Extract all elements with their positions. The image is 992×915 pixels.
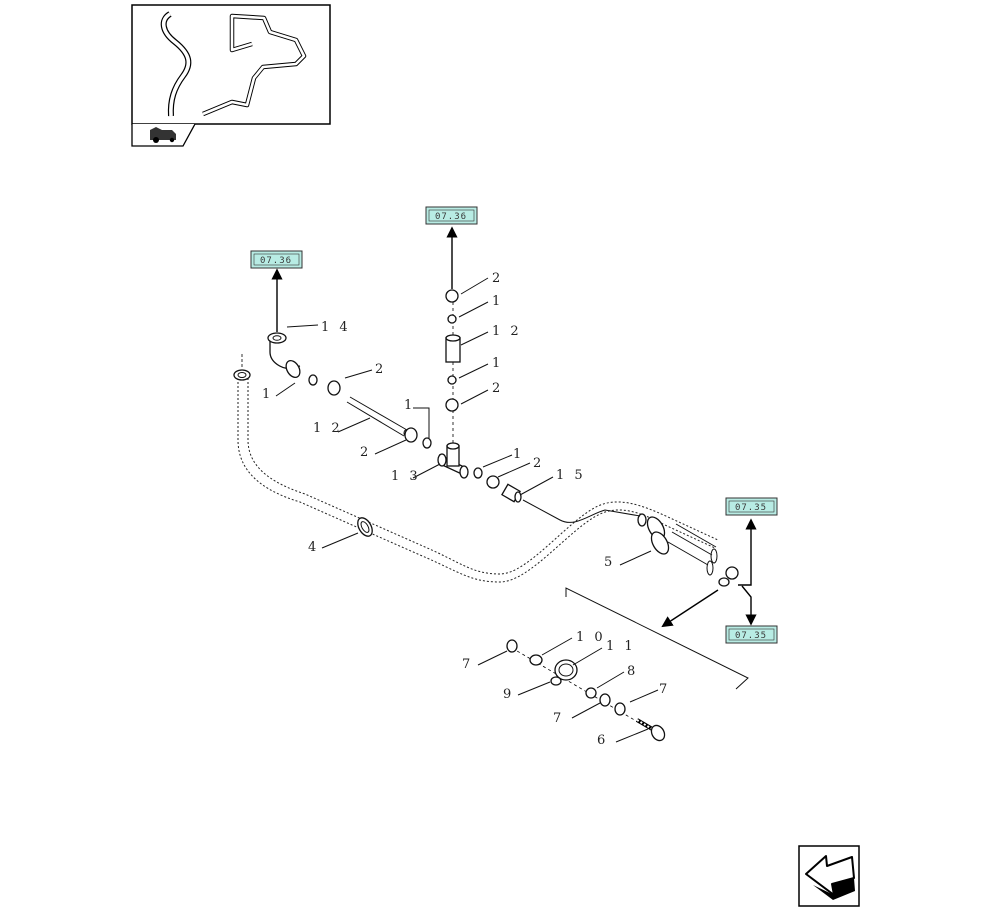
part-label-1: 1	[513, 447, 524, 462]
reference-label: 07.35	[735, 631, 767, 641]
nut-2d	[445, 398, 459, 412]
nut-7a	[506, 639, 518, 653]
nut-7b	[599, 693, 611, 707]
olive-1b	[422, 437, 432, 449]
nut-2c	[445, 289, 459, 303]
leader-lines	[275, 277, 659, 743]
part-label-1: 1	[404, 398, 415, 413]
part-label-10: 1 0	[576, 630, 606, 645]
reference-arrows	[271, 226, 757, 628]
reference-07-36-left[interactable]: 07.36	[250, 250, 303, 269]
tractor-icon	[150, 127, 176, 143]
reference-07-36-top[interactable]: 07.36	[425, 206, 478, 225]
pipe-12a	[346, 396, 409, 437]
part-label-1: 1	[492, 294, 503, 309]
part-label-2: 2	[360, 445, 371, 460]
nut-7c	[614, 702, 626, 716]
washer-8	[585, 687, 597, 699]
reference-label: 07.36	[435, 212, 467, 222]
part-label-7: 7	[462, 657, 473, 672]
part-label-11: 1 1	[606, 639, 636, 654]
nut-2e	[486, 475, 500, 489]
washer-10	[529, 654, 543, 666]
clamp-5	[637, 513, 718, 576]
olive-1d	[447, 375, 457, 385]
detail-bracket	[565, 587, 749, 690]
part-label-7: 7	[659, 682, 670, 697]
reference-07-35-upper[interactable]: 07.35	[725, 497, 778, 516]
pipe-overview-thumbnail[interactable]	[131, 4, 331, 125]
part-label-12: 1 2	[313, 421, 343, 436]
part-label-12: 1 2	[492, 324, 522, 339]
elbow-fitting-14	[267, 332, 301, 379]
tractor-tab	[131, 123, 196, 147]
reference-label: 07.35	[735, 503, 767, 513]
part-label-2: 2	[492, 381, 503, 396]
part-label-7: 7	[553, 711, 564, 726]
bolt-6	[635, 718, 666, 742]
part-label-13: 1 3	[391, 469, 421, 484]
o-ring	[718, 566, 739, 587]
part-label-6: 6	[597, 733, 608, 748]
back-navigation-button[interactable]	[798, 845, 860, 907]
part-label-14: 1 4	[321, 320, 351, 335]
connector-15	[501, 483, 522, 503]
part-label-2: 2	[492, 271, 503, 286]
part-label-2: 2	[533, 456, 544, 471]
part-label-9: 9	[503, 687, 514, 702]
part-label-15: 1 5	[556, 468, 586, 483]
clamp-4	[357, 517, 373, 537]
nut-2b	[404, 427, 418, 443]
back-arrow-icon	[805, 855, 855, 900]
adapter-12b	[445, 334, 461, 363]
olive-1e	[473, 467, 483, 479]
olive-1a	[308, 374, 318, 386]
reference-label: 07.36	[260, 256, 292, 266]
part-label-5: 5	[604, 555, 615, 570]
tee-fitting-13	[437, 442, 469, 479]
washer-9	[550, 676, 562, 686]
pipe-15	[522, 499, 641, 523]
olive-1c	[447, 314, 457, 324]
clip-11	[554, 659, 578, 681]
part-labels: 1 4 1 2 1 2 1 2 1 3 1 2 1 5 2 1 1 2 1 2 …	[262, 271, 670, 748]
part-label-1: 1	[492, 356, 503, 371]
part-label-1: 1	[262, 387, 273, 402]
part-label-4: 4	[308, 540, 319, 555]
long-pipe	[233, 354, 719, 583]
reference-07-35-lower[interactable]: 07.35	[725, 625, 778, 644]
nut-2a	[327, 380, 341, 396]
part-label-8: 8	[627, 664, 638, 679]
part-label-2: 2	[375, 362, 386, 377]
